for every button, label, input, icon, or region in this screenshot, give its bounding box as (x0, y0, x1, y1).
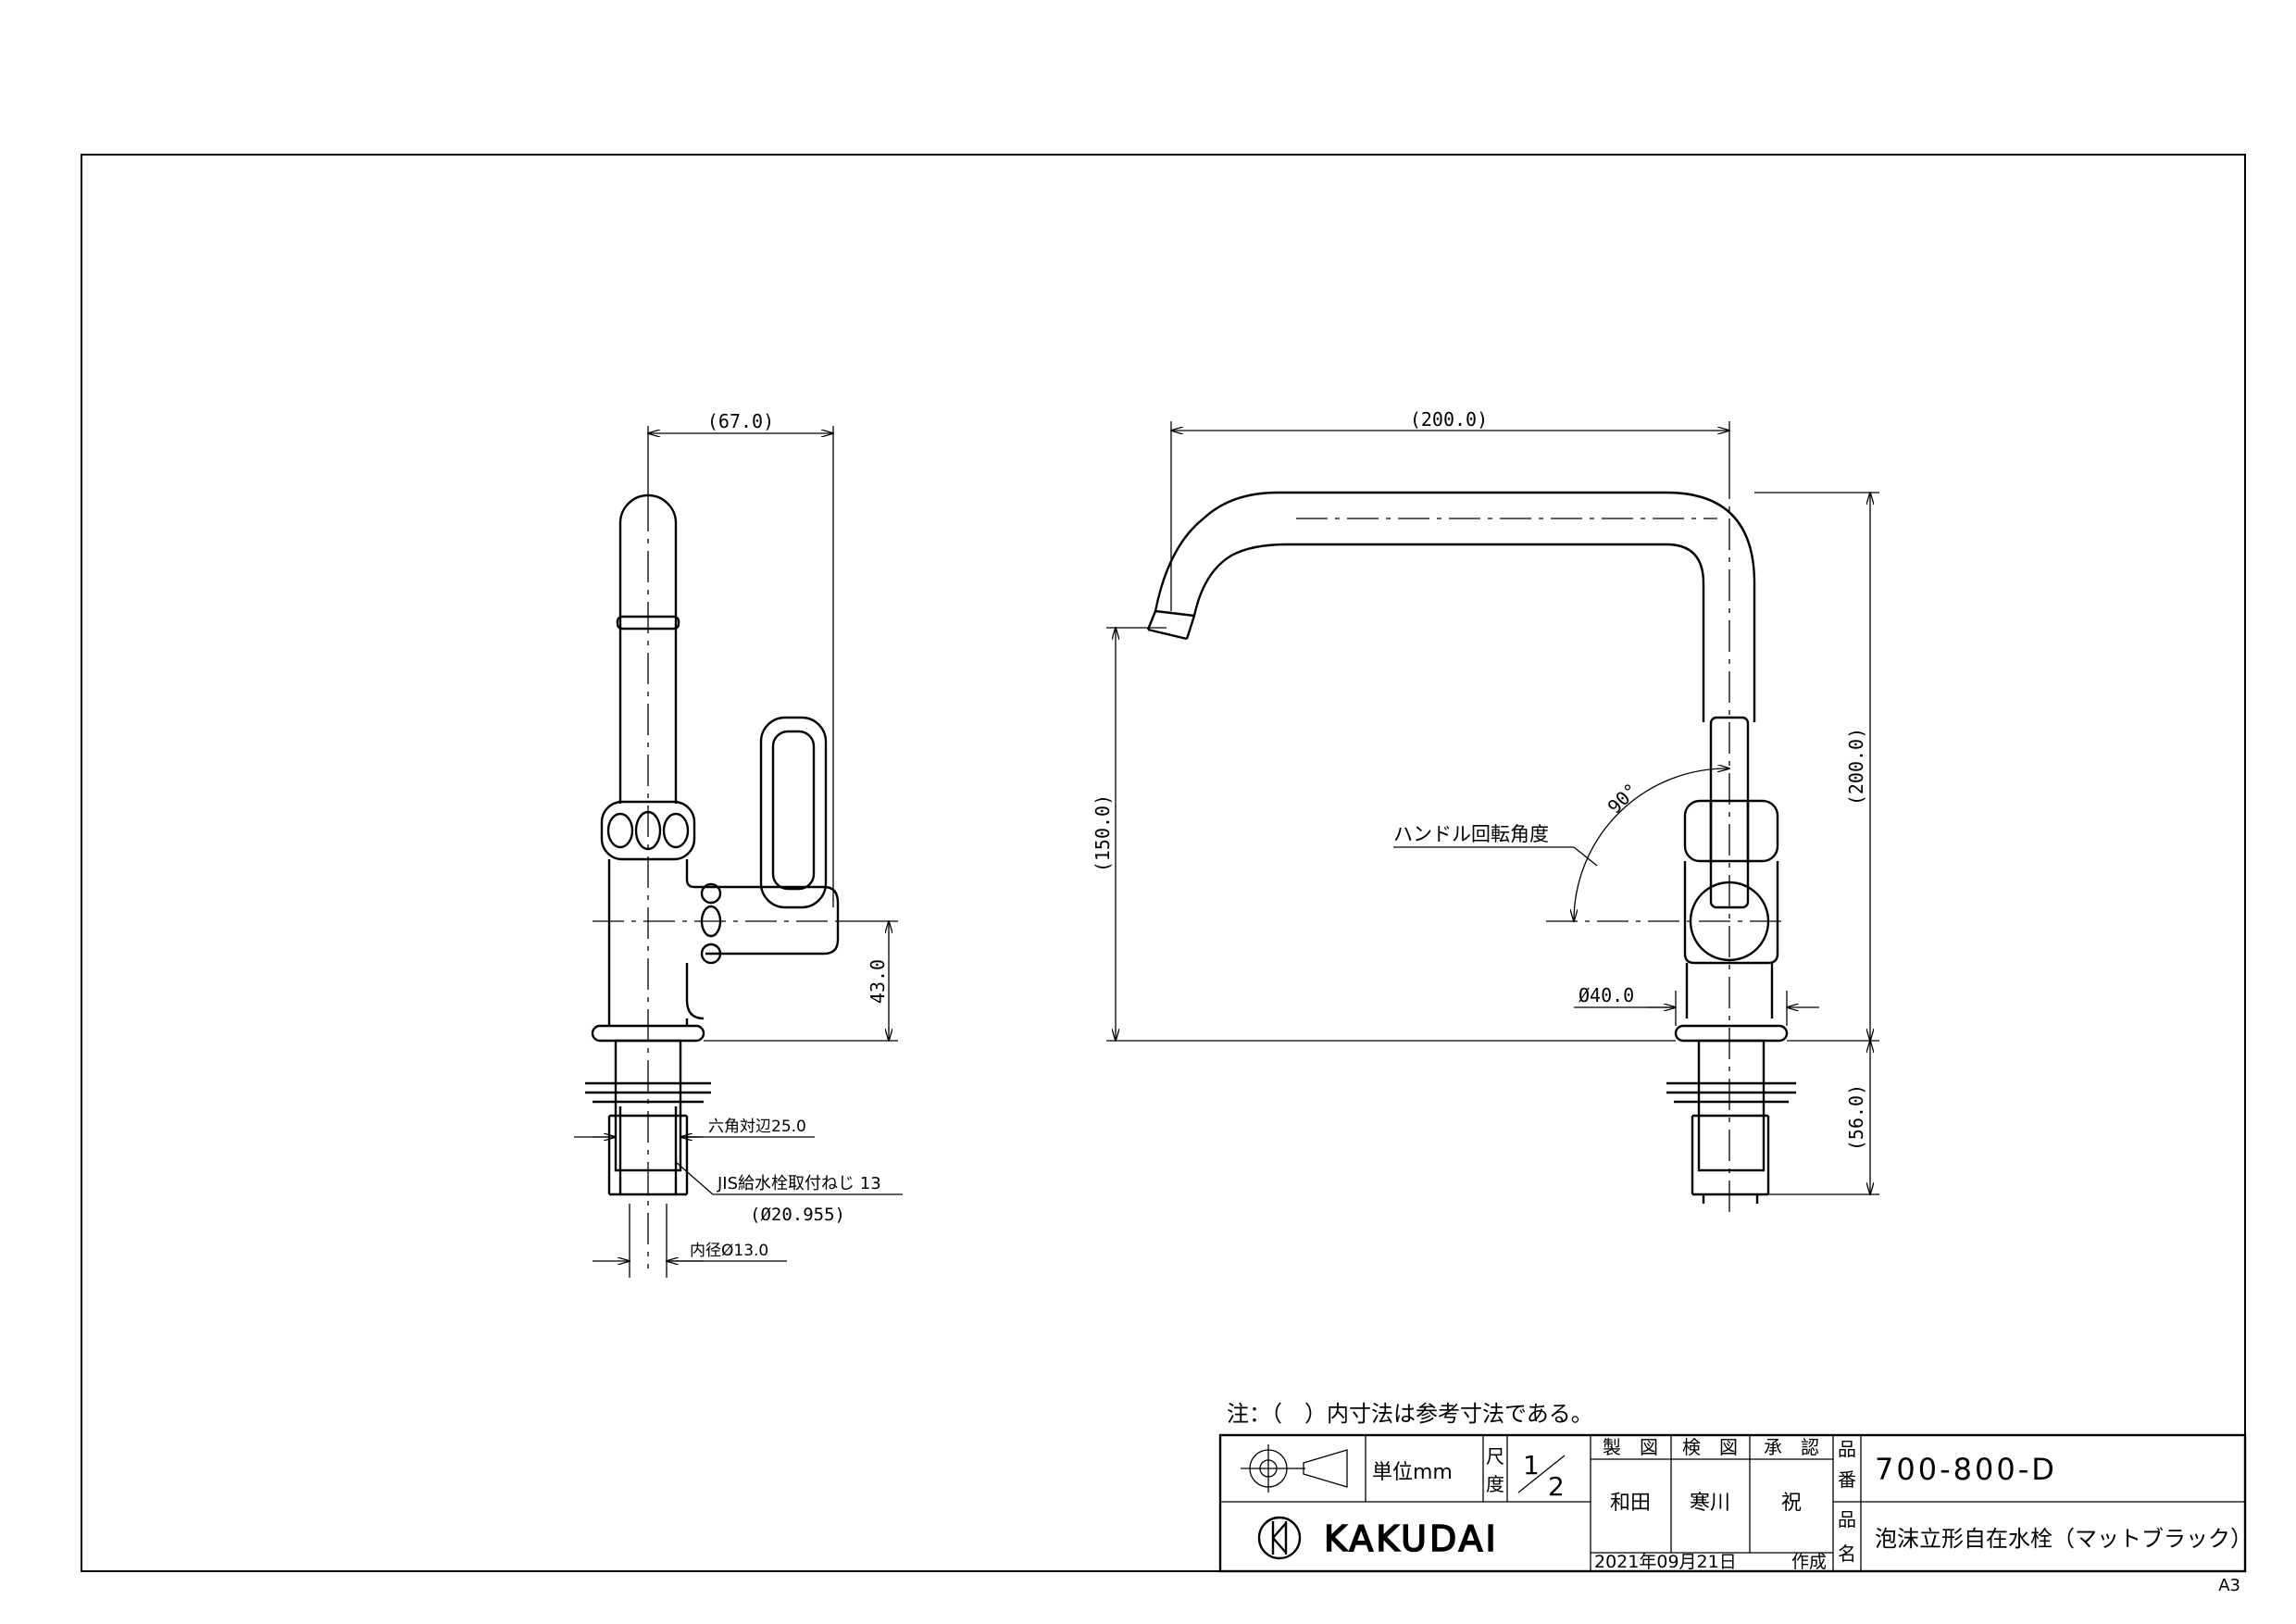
part-no-label-1: 品 (1838, 1438, 1856, 1460)
product-name: 泡沫立形自在水栓（マットブラック） (1875, 1526, 2252, 1552)
thread-label: JIS給水栓取付ねじ 13 (717, 1174, 881, 1193)
handle-rotation-label: ハンドル回転角度 (1393, 823, 1549, 845)
scale-denominator: 2 (1548, 1471, 1565, 1502)
approved-by: 祝 (1781, 1492, 1802, 1515)
logo-text: KAKUDAI (1324, 1518, 1499, 1559)
side-height-dim: 43.0 (867, 959, 889, 1004)
kakudai-logo: KAKUDAI (1257, 1516, 1499, 1560)
scale-label-1: 尺 (1486, 1445, 1504, 1468)
part-number: 700-800-D (1875, 1452, 2057, 1487)
drawing-date: 2021年09月21日 (1594, 1552, 1737, 1572)
drawn-by: 和田 (1610, 1492, 1651, 1515)
front-height-right-dim: (200.0) (1845, 728, 1867, 806)
created-label: 作成 (1791, 1552, 1827, 1572)
base-diameter-dim: Ø40.0 (1578, 984, 1634, 1006)
scale-label-2: 度 (1486, 1473, 1504, 1495)
sheet-size: A3 (2218, 1576, 2240, 1595)
name-label-2: 名 (1838, 1543, 1856, 1565)
hex-label: 六角対辺25.0 (708, 1118, 806, 1136)
front-bottom-dim: (56.0) (1845, 1084, 1867, 1151)
name-label-1: 品 (1838, 1508, 1856, 1530)
drawn-label: 製 図 (1603, 1436, 1658, 1458)
approved-label: 承 認 (1764, 1436, 1819, 1458)
unit-label: 単位mm (1372, 1461, 1453, 1484)
scale-numerator: 1 (1523, 1450, 1540, 1480)
drawing-note: 注：（ ）内寸法は参考寸法である。 (1227, 1401, 1593, 1427)
front-view: (200.0) (150.0) (200.0) (56.0) Ø40.0 ハンド… (1092, 408, 1879, 1213)
side-width-dim: (67.0) (707, 410, 774, 432)
checked-by: 寒川 (1690, 1492, 1730, 1515)
title-block: 単位mm 尺 度 1 2 製 図 検 図 承 認 和田 寒川 祝 KAKUDAI… (1218, 1433, 2252, 1573)
front-height-left-dim: (150.0) (1092, 794, 1114, 872)
thread-diameter: (Ø20.955) (750, 1205, 845, 1225)
angle-label: 90° (1603, 779, 1643, 818)
part-no-label-2: 番 (1838, 1468, 1856, 1491)
third-angle-projection-icon (1241, 1444, 1348, 1493)
inner-diameter: 内径Ø13.0 (690, 1242, 768, 1260)
checked-label: 検 図 (1682, 1436, 1738, 1458)
side-view: (67.0) 43.0 六角対辺25.0 JIS給水栓取付ねじ 13 (Ø20.… (574, 410, 903, 1278)
drawing-frame (81, 154, 2246, 1572)
front-width-dim: (200.0) (1410, 408, 1488, 431)
